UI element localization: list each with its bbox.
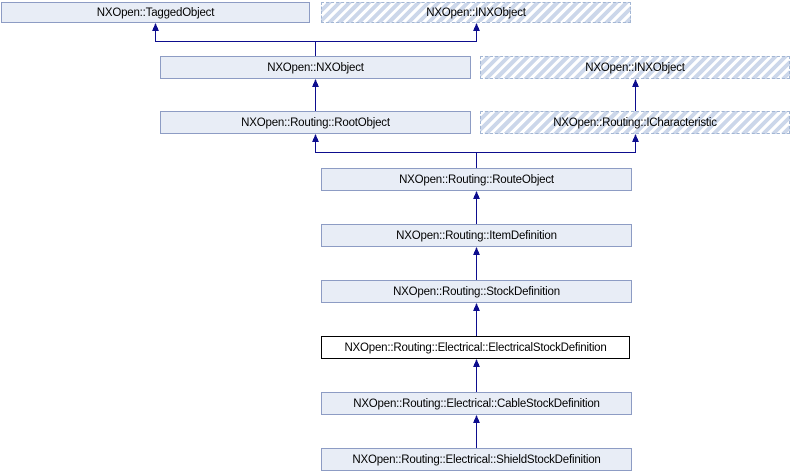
edge-nxobject-to-taggedobject-and-inxobject [152,23,480,56]
edge-shieldstockdefinition-to-cablestockdefinition [473,415,480,448]
class-node-label: NXOpen::TaggedObject [96,6,215,19]
class-node-label: NXOpen::Routing::Electrical::CableStockD… [353,397,600,410]
class-node-label: NXOpen::NXObject [267,61,364,74]
class-node-electrical-stock-definition-current: NXOpen::Routing::Electrical::ElectricalS… [321,336,630,359]
edge-stockdefinition-to-itemdefinition [473,247,480,280]
edge-electricalstockdefinition-to-stockdefinition [473,303,480,336]
class-node-tagged-object[interactable]: NXOpen::TaggedObject [1,2,310,23]
class-node-nxobject[interactable]: NXOpen::NXObject [160,56,471,79]
class-node-item-definition[interactable]: NXOpen::Routing::ItemDefinition [321,224,632,247]
class-node-label: NXOpen::INXObject [426,6,526,19]
class-node-label: NXOpen::Routing::Electrical::ElectricalS… [344,341,607,354]
class-node-label: NXOpen::Routing::Electrical::ShieldStock… [352,453,601,466]
edge-itemdefinition-to-routeobject [473,191,480,224]
class-node-label: NXOpen::Routing::ItemDefinition [396,229,557,242]
class-node-label: NXOpen::Routing::StockDefinition [393,285,560,298]
class-node-label: NXOpen::Routing::RootObject [241,116,390,129]
class-node-inxobject-top[interactable]: NXOpen::INXObject [321,2,631,23]
class-node-cable-stock-definition[interactable]: NXOpen::Routing::Electrical::CableStockD… [321,392,632,415]
class-node-inxobject-mid[interactable]: NXOpen::INXObject [480,56,790,79]
class-node-route-object[interactable]: NXOpen::Routing::RouteObject [321,168,632,191]
class-node-stock-definition[interactable]: NXOpen::Routing::StockDefinition [321,280,632,303]
class-node-label: NXOpen::Routing::ICharacteristic [553,116,717,129]
edge-cablestockdefinition-to-electricalstockdefinition [473,359,480,392]
class-node-label: NXOpen::Routing::RouteObject [399,173,554,186]
class-node-shield-stock-definition[interactable]: NXOpen::Routing::Electrical::ShieldStock… [321,448,632,471]
class-node-root-object[interactable]: NXOpen::Routing::RootObject [160,111,471,134]
class-node-label: NXOpen::INXObject [585,61,685,74]
class-node-icharacteristic[interactable]: NXOpen::Routing::ICharacteristic [480,111,790,134]
edge-routeobject-to-rootobject-and-icharacteristic [312,134,639,168]
edge-icharacteristic-to-inxobject [632,79,639,111]
edge-rootobject-to-nxobject [312,79,319,111]
